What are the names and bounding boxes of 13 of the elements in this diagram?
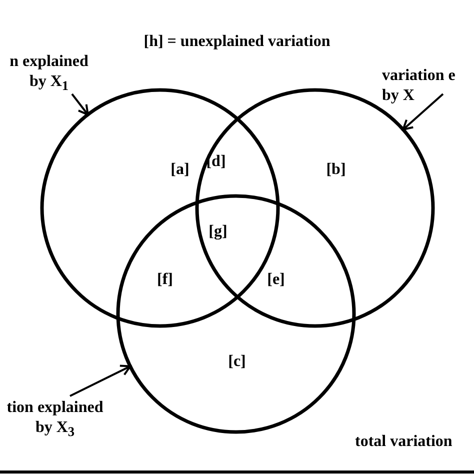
annotation-text: variation e by X xyxy=(382,66,474,106)
annotation-text: n explained by X$_{1}$ xyxy=(0,52,98,96)
arrow xyxy=(402,93,444,131)
arrow xyxy=(70,364,132,397)
annotation-text: total variation xyxy=(355,432,452,452)
annotation-text: [h] = unexplained variation xyxy=(142,32,332,52)
region-label: [e] xyxy=(266,270,286,290)
region-label: [c] xyxy=(227,352,247,372)
region-label: [a] xyxy=(170,160,190,180)
region-label: [g] xyxy=(208,222,228,242)
region-label: [f] xyxy=(156,270,174,290)
region-label: [b] xyxy=(325,160,347,180)
annotation-text: tion explained by X$_{3}$ xyxy=(0,398,110,442)
